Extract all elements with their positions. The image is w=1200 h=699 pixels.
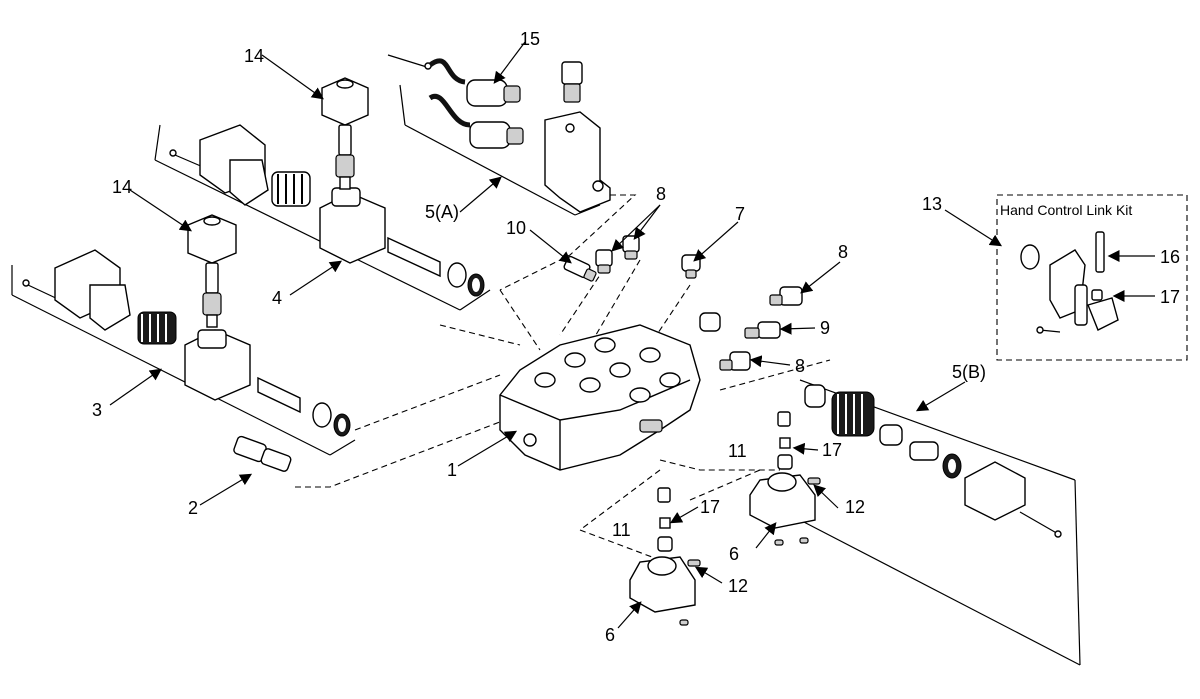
callout-17-right: 17 <box>822 440 842 460</box>
spring-5b <box>831 391 875 437</box>
spring-4 <box>271 171 311 207</box>
callout-9: 9 <box>820 318 830 338</box>
spring-3 <box>137 311 177 345</box>
callout-8-right-upper: 8 <box>838 242 848 262</box>
callout-13: 13 <box>922 194 942 214</box>
callout-4: 4 <box>272 288 282 308</box>
handle-assembly-6-left <box>629 487 701 626</box>
assembly-5b-spring-cap <box>799 379 1081 666</box>
hand-control-link-kit-box: Hand Control Link Kit <box>996 194 1188 361</box>
kit-5a-solenoid-valves <box>387 54 611 216</box>
callout-14-upper: 14 <box>244 46 264 66</box>
callout-5a: 5(A) <box>425 202 459 222</box>
callout-17-left: 17 <box>700 497 720 517</box>
callout-6-left: 6 <box>605 625 615 645</box>
callout-7: 7 <box>735 204 745 224</box>
assembly-4-coil-housing <box>154 124 491 311</box>
callout-14-lower: 14 <box>112 177 132 197</box>
solenoid-coil-14-lower <box>187 214 237 328</box>
callout-12-right: 12 <box>845 497 865 517</box>
callout-17-kit: 17 <box>1160 287 1180 307</box>
leader-arrows <box>109 41 1155 629</box>
fittings-right <box>699 286 803 371</box>
callout-1: 1 <box>447 460 457 480</box>
callout-3: 3 <box>92 400 102 420</box>
callout-12-left: 12 <box>728 576 748 596</box>
relief-valve-2 <box>233 435 292 472</box>
callout-11-right: 11 <box>728 441 747 461</box>
dashed-guide-lines <box>295 194 831 561</box>
solenoid-coil-14-upper <box>321 77 369 190</box>
kit-title: Hand Control Link Kit <box>1000 202 1132 218</box>
callout-5b: 5(B) <box>952 362 986 382</box>
callout-16: 16 <box>1160 247 1180 267</box>
callout-6-right: 6 <box>729 544 739 564</box>
handle-assembly-6-right <box>749 411 821 546</box>
callout-8-top: 8 <box>656 184 666 204</box>
callout-10: 10 <box>506 218 526 238</box>
callout-2: 2 <box>188 498 198 518</box>
assembly-3-coil-housing <box>11 249 356 456</box>
main-valve-body-1 <box>499 324 701 471</box>
callout-15: 15 <box>520 29 540 49</box>
callout-8-right-lower: 8 <box>795 356 805 376</box>
callout-11-left: 11 <box>612 520 631 540</box>
callout-labels: 1 2 3 4 5(A) 5(B) 6 6 7 8 8 8 9 10 11 11… <box>92 29 1180 645</box>
